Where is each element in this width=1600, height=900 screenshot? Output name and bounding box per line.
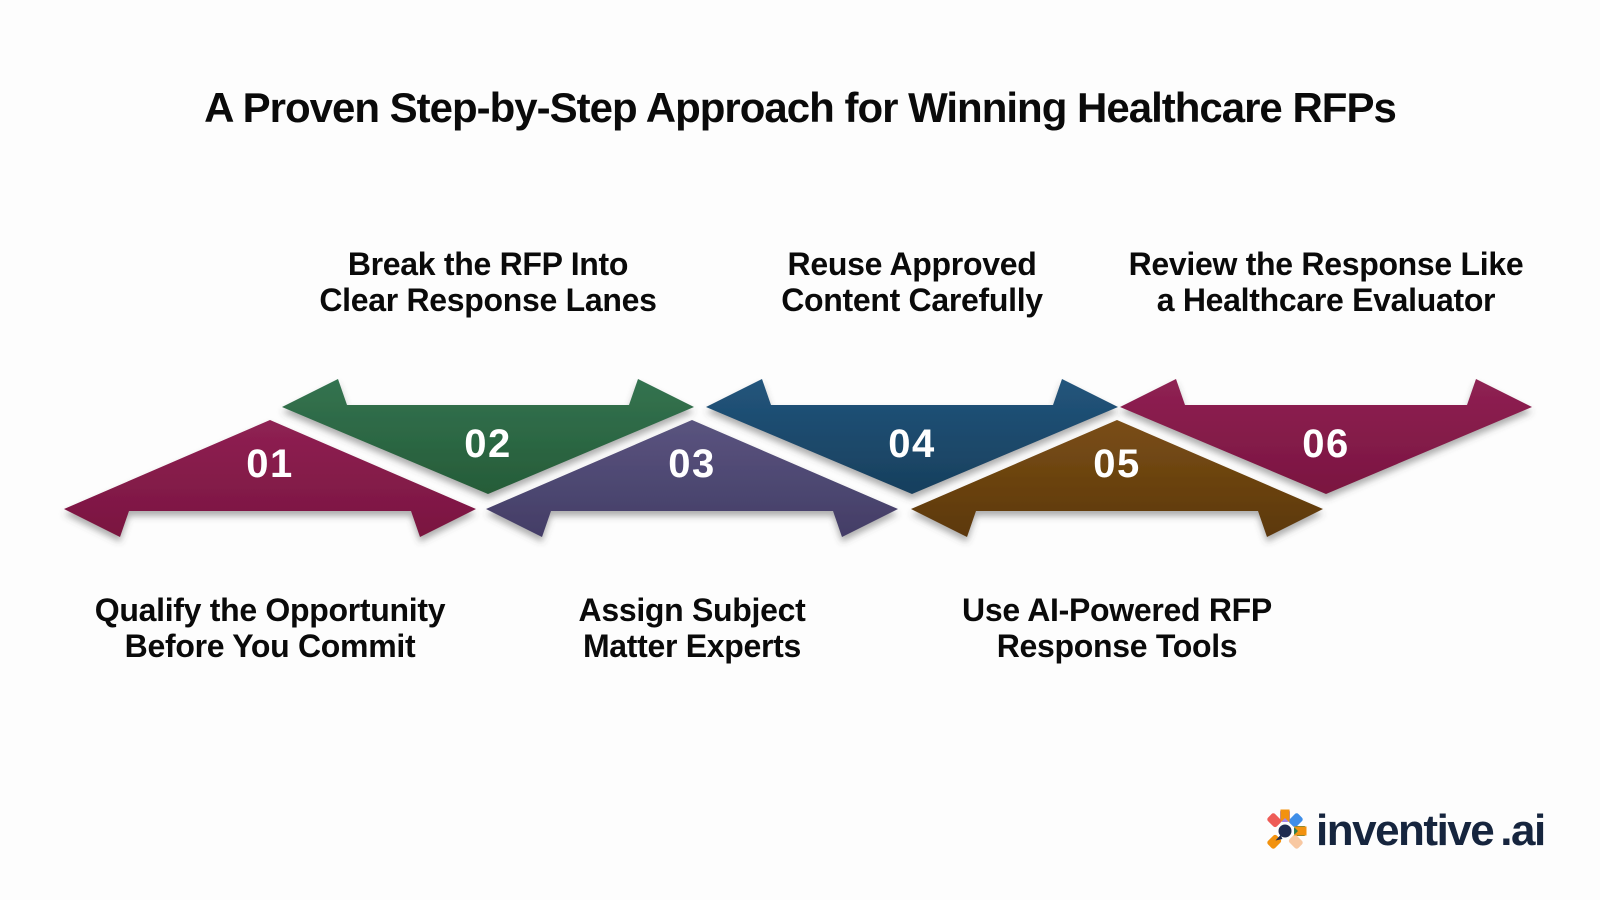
logo-wordmark-suffix: .ai	[1500, 806, 1546, 855]
step-label-03: Assign Subject Matter Experts	[578, 592, 806, 664]
logo-wordmark: inventive	[1316, 806, 1495, 855]
logo-petal	[1293, 826, 1307, 836]
step-arrow-shape-05	[911, 420, 1323, 537]
inventive-logo: inventive .ai	[1262, 806, 1546, 855]
logo-petal	[1280, 809, 1290, 823]
step-number-05: 05	[1093, 442, 1141, 486]
step-label-02: Break the RFP Into Clear Response Lanes	[319, 246, 657, 318]
step-label-05: Use AI-Powered RFP Response Tools	[962, 592, 1272, 664]
logo-petal	[1267, 813, 1282, 828]
logo-petal	[1288, 813, 1303, 828]
step-label-06: Review the Response Like a Healthcare Ev…	[1128, 246, 1524, 318]
step-label-04: Reuse Approved Content Carefully	[781, 246, 1043, 318]
step-arrow-shape-04	[706, 379, 1118, 494]
step-number-01: 01	[246, 442, 294, 486]
step-arrow-shape-02	[282, 379, 694, 494]
step-number-02: 02	[464, 422, 512, 466]
step-number-06: 06	[1302, 422, 1350, 466]
logo-petal	[1288, 834, 1303, 849]
step-label-01: Qualify the Opportunity Before You Commi…	[94, 592, 446, 664]
infographic-title: A Proven Step-by-Step Approach for Winni…	[204, 84, 1397, 131]
step-number-03: 03	[668, 442, 716, 486]
step-arrow-shape-01	[64, 420, 476, 537]
step-arrow-shape-06	[1120, 379, 1532, 494]
step-number-04: 04	[888, 422, 936, 466]
inventive-logo-icon	[1267, 809, 1307, 849]
step-arrow-shape-03	[486, 420, 898, 537]
